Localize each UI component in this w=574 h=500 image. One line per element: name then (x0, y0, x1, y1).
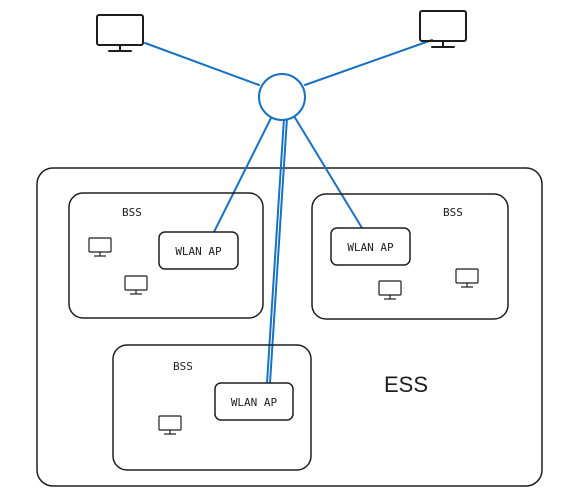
station-monitor-icon (455, 268, 479, 288)
bss-label: BSS (443, 206, 463, 219)
link-ap-bottom-second (269, 117, 288, 384)
bss-label: BSS (122, 206, 142, 219)
wlan-ap-label: WLAN AP (175, 245, 222, 258)
station-monitor-icon (378, 280, 402, 300)
station-monitor-icon (88, 237, 112, 257)
station-monitor-icon (124, 275, 148, 295)
wlan-ap-label: WLAN AP (347, 241, 394, 254)
wlan-ap-box (158, 231, 239, 270)
network-hub-circle-icon (258, 73, 306, 121)
link-ap-right (293, 115, 363, 229)
monitor-icon (419, 10, 467, 48)
network-links (144, 39, 433, 384)
station-monitor-icon (158, 415, 182, 435)
link-host-right (304, 39, 433, 86)
link-host-left (144, 42, 260, 86)
bss-cell-left: BSS WLAN AP (68, 192, 264, 319)
monitor-icon (96, 14, 144, 52)
ess-label: ESS (384, 372, 428, 397)
link-ap-bottom (266, 117, 285, 384)
wlan-ap-box (330, 227, 411, 266)
link-ap-left (213, 113, 274, 233)
bss-label: BSS (173, 360, 193, 373)
ess-boundary (36, 167, 543, 487)
bss-cell-bottom: BSS WLAN AP (112, 344, 312, 471)
bss-cell-right: BSS WLAN AP (311, 193, 509, 320)
wlan-ap-box (214, 382, 294, 421)
wlan-ap-label: WLAN AP (231, 396, 278, 409)
